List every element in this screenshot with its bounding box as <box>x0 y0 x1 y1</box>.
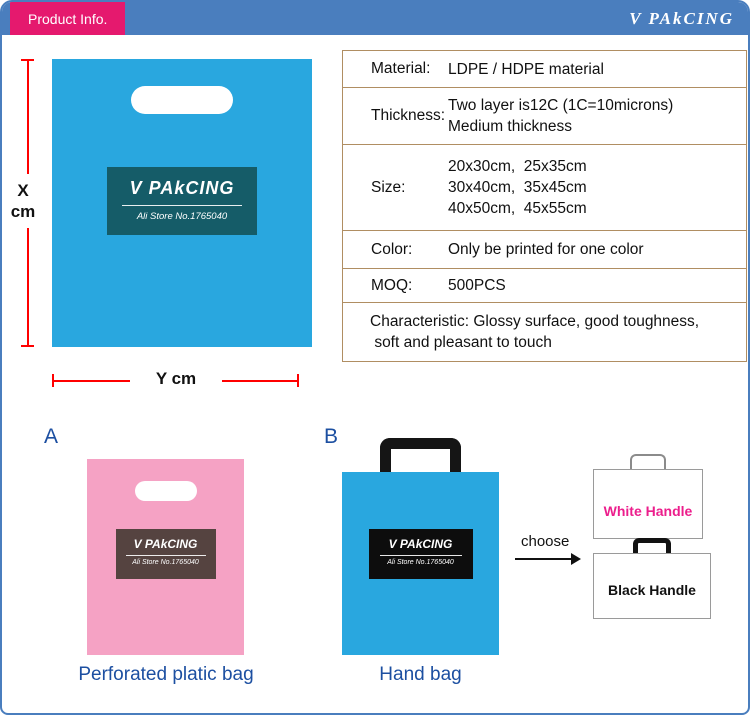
option-b-caption: Hand bag <box>379 664 462 685</box>
spec-row-thickness: Thickness: Two layer is12C (1C=10microns… <box>343 88 746 145</box>
choose-arrow-line <box>515 558 571 560</box>
choose-label: choose <box>521 533 570 550</box>
hand-bag-handle <box>380 438 461 474</box>
white-handle-icon <box>630 454 666 471</box>
x-measure-label: X cm <box>4 174 42 228</box>
spec-row-characteristic: Characteristic: Glossy surface, good tou… <box>343 303 746 361</box>
perforated-bag-illustration: V PAkCING Ali Store No.1765040 <box>87 459 244 655</box>
spec-label-color: Color: <box>371 240 413 258</box>
spec-label-moq: MOQ: <box>371 276 413 294</box>
white-handle-label: White Handle <box>603 503 693 519</box>
perforated-bag-brand-label: V PAkCING Ali Store No.1765040 <box>115 529 216 579</box>
main-bag-handle-cutout <box>131 86 233 114</box>
spec-table: Material: LDPE / HDPE material Thickness… <box>342 50 747 362</box>
header-bar: Product Info. V PAkCING <box>2 2 748 35</box>
spec-characteristic-line2: soft and pleasant to touch <box>370 334 552 351</box>
white-handle-option: White Handle <box>593 469 703 539</box>
spec-value-moq: 500PCS <box>448 277 506 294</box>
main-bag-illustration: V PAkCING Ali Store No.1765040 <box>52 59 312 347</box>
spec-value-color: Only be printed for one color <box>448 241 644 258</box>
spec-label-thickness: Thickness: <box>371 107 446 124</box>
spec-value-size-line2: 30x40cm, 35x45cm <box>448 179 587 196</box>
product-info-badge: Product Info. <box>10 2 126 35</box>
perforated-bag-handle-cutout <box>134 481 197 501</box>
main-bag-brand-text: V PAkCING <box>129 178 235 198</box>
choose-arrow-head-icon <box>571 553 581 565</box>
option-a-letter: A <box>44 425 59 448</box>
perforated-bag-brand-text: V PAkCING <box>133 537 198 551</box>
black-handle-option: Black Handle <box>593 553 711 619</box>
main-bag-brand-label: V PAkCING Ali Store No.1765040 <box>107 167 257 235</box>
spec-value-thickness-line2: Medium thickness <box>448 118 573 135</box>
hand-bag-brand-text: V PAkCING <box>388 537 453 551</box>
spec-row-material: Material: LDPE / HDPE material <box>343 51 746 88</box>
spec-value-size: 20x30cm, 25x35cm 30x40cm, 35x45cm 40x50c… <box>448 156 587 219</box>
brand-logo: V PAkCING <box>629 8 734 28</box>
x-measure-label-line1: X <box>17 181 29 200</box>
spec-value-size-line3: 40x50cm, 45x55cm <box>448 200 587 217</box>
spec-label-material: Material: <box>371 60 431 77</box>
spec-row-size: Size: 20x30cm, 25x35cm 30x40cm, 35x45cm … <box>343 145 746 231</box>
label-divider <box>122 205 242 206</box>
option-a-caption: Perforated platic bag <box>78 664 254 685</box>
spec-row-moq: MOQ: 500PCS <box>343 269 746 303</box>
spec-row-color: Color: Only be printed for one color <box>343 231 746 269</box>
label-divider <box>125 555 206 556</box>
y-measure-label: Y cm <box>130 367 222 391</box>
black-handle-label: Black Handle <box>608 582 696 598</box>
spec-value-thickness: Two layer is12C (1C=10microns) Medium th… <box>448 95 673 137</box>
option-b-letter: B <box>324 425 339 448</box>
spec-value-size-line1: 20x30cm, 25x35cm <box>448 158 587 175</box>
perforated-bag-store-text: Ali Store No.1765040 <box>132 559 199 566</box>
hand-bag-brand-label: V PAkCING Ali Store No.1765040 <box>368 529 473 579</box>
main-bag-store-text: Ali Store No.1765040 <box>136 211 228 222</box>
spec-characteristic-line1: Characteristic: Glossy surface, good tou… <box>370 313 700 330</box>
hand-bag-store-text: Ali Store No.1765040 <box>387 559 454 566</box>
product-info-badge-label: Product Info. <box>28 10 108 27</box>
label-divider <box>379 555 462 556</box>
black-handle-icon <box>633 538 671 555</box>
hand-bag-illustration: V PAkCING Ali Store No.1765040 <box>342 472 499 655</box>
spec-value-thickness-line1: Two layer is12C (1C=10microns) <box>448 97 674 114</box>
spec-value-material: LDPE / HDPE material <box>448 60 604 78</box>
x-measure-label-line2: cm <box>10 202 36 221</box>
spec-label-size: Size: <box>371 178 406 196</box>
